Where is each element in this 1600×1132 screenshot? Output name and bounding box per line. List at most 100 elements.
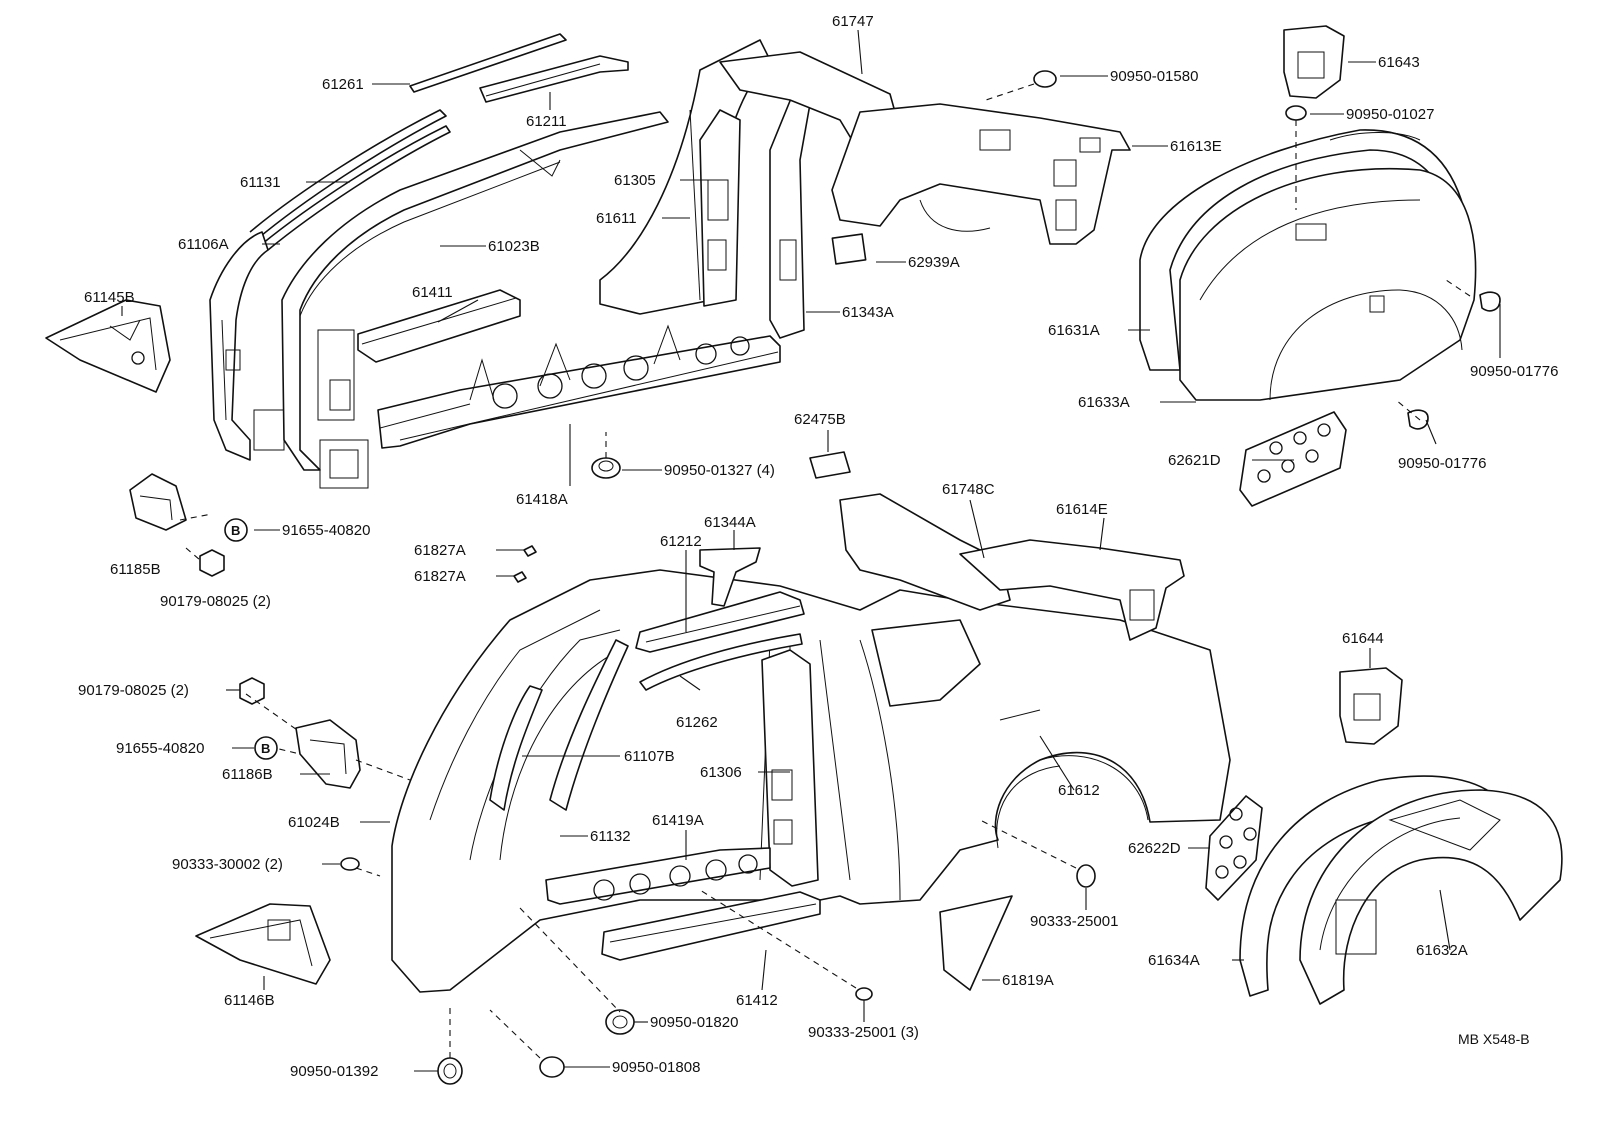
lower-side-outer-assembly: [195, 493, 1403, 993]
label-61262: 61262: [676, 714, 718, 731]
label-61023B: 61023B: [488, 238, 540, 255]
label-61107B: 61107B: [624, 748, 675, 765]
bracket-61643: [1283, 25, 1345, 99]
clip-90950-01027: [1285, 105, 1307, 121]
label-90950-01820: 90950-01820: [650, 1014, 738, 1031]
bracket-61186B: [295, 719, 361, 789]
label-61612: 61612: [1058, 782, 1100, 799]
plug-61827A-lower: [513, 571, 527, 583]
label-61631A: 61631A: [1048, 322, 1100, 339]
roof-side-rail-61261: [409, 33, 567, 93]
nut-90179-08025-lower: [239, 677, 265, 705]
center-pillar-inner-61305: [699, 109, 741, 307]
shim-62621D: [1239, 411, 1347, 507]
label-91655-40820-lower: 91655-40820: [116, 740, 204, 757]
rocker-panel-61412: [601, 891, 821, 961]
front-pillar-inner-61107B: [489, 685, 543, 811]
svg-text:B: B: [261, 741, 270, 756]
pad-62939A: [831, 233, 867, 265]
label-90950-01776-upper: 90950-01776: [1470, 363, 1558, 380]
label-61106A: 61106A: [178, 236, 229, 253]
label-61146B: 61146B: [224, 992, 275, 1009]
rear-wheelhouse-lower: [1205, 775, 1563, 1005]
clip-90950-01820: [605, 1009, 635, 1035]
label-61748C: 61748C: [942, 481, 995, 498]
rocker-reinforcement-61411: [357, 289, 521, 363]
label-61644: 61644: [1342, 630, 1384, 647]
pad-62475B: [809, 451, 851, 479]
shim-62622D-holes: [1215, 807, 1257, 879]
badge-b-lower: B: [254, 736, 278, 760]
label-61418A: 61418A: [516, 491, 568, 508]
center-pillar-outer-61306: [761, 649, 819, 887]
label-61634A: 61634A: [1148, 952, 1200, 969]
shim-62622D: [1205, 795, 1263, 901]
plug-90333-25001-lower: [855, 987, 873, 1001]
shim-62621D-holes: [1257, 423, 1331, 483]
rear-wheelhouse-upper: [809, 25, 1477, 507]
quarter-inner-61614E: [959, 539, 1185, 641]
front-gusset-61146B: [195, 903, 331, 985]
wheelhouse-outer-61632A: [1299, 789, 1563, 1005]
label-90179-08025-upper: 90179-08025 (2): [160, 593, 271, 610]
label-61306: 61306: [700, 764, 742, 781]
label-90333-25001-upper: 90333-25001: [1030, 913, 1118, 930]
label-61344A: 61344A: [704, 514, 756, 531]
label-61343A: 61343A: [842, 304, 894, 321]
label-61611: 61611: [596, 210, 637, 227]
badge-b-upper: B: [224, 518, 248, 542]
clip-90950-01808: [539, 1056, 565, 1078]
pillar-reinforcement-61344A: [699, 547, 761, 607]
svg-text:B: B: [231, 523, 240, 538]
front-pillar-inner-61106A: [209, 231, 269, 461]
plug-61827A-upper: [523, 545, 537, 557]
label-61827A-lower: 61827A: [414, 568, 466, 585]
clip-90950-01392: [437, 1057, 463, 1085]
label-61412: 61412: [736, 992, 778, 1009]
label-91655-40820-upper: 91655-40820: [282, 522, 370, 539]
quarter-window-opening: [871, 619, 981, 707]
label-90950-01580: 90950-01580: [1110, 68, 1198, 85]
label-62939A: 62939A: [908, 254, 960, 271]
wheelhouse-outer-61633A: [1179, 168, 1477, 401]
label-62621D: 62621D: [1168, 452, 1221, 469]
front-pillar-61023B: [281, 111, 669, 471]
label-61632A: 61632A: [1416, 942, 1468, 959]
nut-90179-08025-upper: [199, 549, 225, 577]
front-pillar-outer-61131: [249, 109, 447, 241]
roof-rail-61212: [635, 591, 805, 653]
label-62622D: 62622D: [1128, 840, 1181, 857]
front-pillar-61132: [549, 639, 629, 811]
roof-side-rail-61262: [639, 633, 803, 691]
clip-90950-01580: [1033, 70, 1057, 88]
rocker-holes: [492, 336, 750, 409]
label-61132: 61132: [590, 828, 631, 845]
rocker-outer-holes: [593, 854, 758, 901]
label-61212: 61212: [660, 533, 702, 550]
roof-rail-61211: [479, 55, 629, 103]
center-pillar-reinforcement-61343A: [769, 95, 811, 339]
label-90950-01776-lower: 90950-01776: [1398, 455, 1486, 472]
label-90950-01027: 90950-01027: [1346, 106, 1434, 123]
dashed-alignment-lines: [179, 83, 1471, 1059]
label-90333-25001-lower: 90333-25001 (3): [808, 1024, 919, 1041]
diagram-code: MB X548-B: [1458, 1031, 1530, 1047]
label-61419A: 61419A: [652, 812, 704, 829]
label-61614E: 61614E: [1056, 501, 1108, 518]
front-gusset-61145B: [45, 299, 171, 393]
rocker-outer-61419A: [545, 847, 771, 905]
label-62475B: 62475B: [794, 411, 846, 428]
plug-90333-30002: [340, 857, 360, 871]
label-61819A: 61819A: [1002, 972, 1054, 989]
clip-90950-01776-upper: [1479, 291, 1501, 312]
label-61827A-upper: 61827A: [414, 542, 466, 559]
label-61261: 61261: [322, 76, 364, 93]
label-61613E: 61613E: [1170, 138, 1222, 155]
label-61747: 61747: [832, 13, 874, 30]
label-61131: 61131: [240, 174, 281, 191]
label-61643: 61643: [1378, 54, 1420, 71]
label-61024B: 61024B: [288, 814, 340, 831]
bracket-61644: [1339, 667, 1403, 745]
part-number-labels: 61261 61211 61747 90950-01580 61643 9095…: [78, 13, 1558, 1080]
